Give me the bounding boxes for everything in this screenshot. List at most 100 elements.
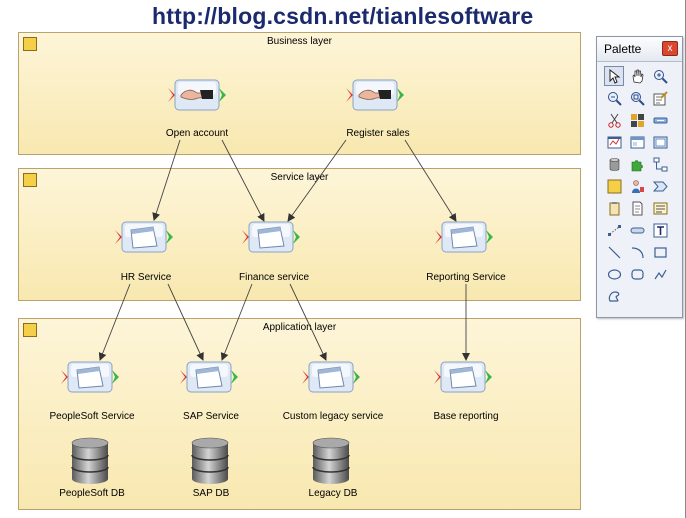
text-block-tool[interactable]	[651, 199, 669, 217]
rectangle-icon	[653, 246, 667, 258]
watermark-url: http://blog.csdn.net/tianlesoftware	[152, 3, 534, 29]
frame-icon	[653, 136, 667, 148]
zoom-out-tool[interactable]	[605, 89, 623, 107]
edge-open-account-finance	[221, 139, 265, 222]
register-sales-process[interactable]	[344, 77, 406, 113]
rounded-rectangle-tool[interactable]	[628, 265, 646, 283]
polyline-tool[interactable]	[651, 265, 669, 283]
business-layer[interactable]: Business layer	[18, 32, 581, 155]
pointer-icon	[609, 68, 620, 84]
peoplesoft-service-node[interactable]	[59, 359, 121, 395]
connector-icon	[607, 224, 621, 236]
finance-service-node[interactable]	[240, 219, 302, 255]
text-icon	[653, 223, 667, 237]
layer-icon	[607, 179, 621, 193]
hr-service-label: HR Service	[120, 272, 172, 283]
pan-tool[interactable]	[628, 67, 646, 85]
rectangle-tool[interactable]	[651, 243, 669, 261]
open-account-process[interactable]	[166, 77, 228, 113]
hr-service-node[interactable]	[113, 219, 175, 255]
process-tool[interactable]	[651, 177, 669, 195]
service-window-icon	[242, 221, 300, 253]
connector-tool[interactable]	[605, 221, 623, 239]
puzzle-icon	[631, 159, 643, 171]
hierarchy-icon	[653, 157, 667, 171]
chart-tool[interactable]	[605, 133, 623, 151]
sap-db-label: SAP DB	[192, 488, 230, 499]
chart-icon	[607, 136, 621, 148]
sap-service-node[interactable]	[178, 359, 240, 395]
window-tool[interactable]	[628, 133, 646, 151]
hierarchy-tool[interactable]	[651, 155, 669, 173]
custom-legacy-service-node[interactable]	[300, 359, 362, 395]
pipe-tool[interactable]	[628, 221, 646, 239]
arc-icon	[631, 246, 644, 258]
edge-finance-sap	[220, 283, 253, 361]
edge-register-sales-reporting	[404, 139, 457, 222]
palette-header[interactable]: Palette x	[597, 37, 682, 62]
select-tool[interactable]	[604, 66, 624, 86]
actor-tool[interactable]	[628, 177, 646, 195]
cut-tool[interactable]	[605, 111, 623, 129]
service-layer-title: Service layer	[270, 172, 329, 183]
ellipse-icon	[607, 268, 621, 280]
palette-tools	[604, 66, 673, 309]
edge-register-sales-finance	[287, 139, 347, 222]
grid-icon	[630, 113, 644, 127]
service-window-icon	[61, 361, 119, 393]
grid-tool[interactable]	[628, 111, 646, 129]
clipboard-icon	[609, 201, 619, 215]
peoplesoft-db-label: PeopleSoft DB	[59, 488, 125, 499]
reporting-service-node[interactable]	[433, 219, 495, 255]
properties-tool[interactable]	[651, 89, 669, 107]
text-tool[interactable]	[651, 221, 669, 239]
edge-open-account-hr	[152, 139, 181, 221]
edge-finance-legacy	[289, 283, 327, 361]
finance-service-label: Finance service	[238, 272, 310, 283]
text-lines-icon	[653, 202, 667, 214]
edge-hr-sap	[167, 283, 204, 361]
database-icon	[609, 157, 619, 171]
close-button[interactable]: x	[662, 41, 678, 56]
ellipse-tool[interactable]	[605, 265, 623, 283]
database-icon	[312, 437, 350, 484]
reporting-service-label: Reporting Service	[426, 272, 506, 283]
polyline-icon	[654, 269, 667, 279]
register-sales-label: Register sales	[346, 128, 410, 139]
service-layer[interactable]: Service layer	[18, 168, 581, 301]
legacy-db-label: Legacy DB	[308, 488, 358, 499]
database-tool[interactable]	[605, 155, 623, 173]
service-window-icon	[180, 361, 238, 393]
zoom-fit-tool[interactable]	[628, 89, 646, 107]
arc-tool[interactable]	[628, 243, 646, 261]
sap-db-node[interactable]	[190, 437, 230, 485]
base-reporting-label: Base reporting	[433, 411, 499, 422]
zoom-in-tool[interactable]	[651, 67, 669, 85]
layer-icon	[23, 323, 37, 337]
handshake-icon	[346, 79, 404, 111]
sap-service-label: SAP Service	[183, 411, 239, 422]
base-reporting-node[interactable]	[432, 359, 494, 395]
line-tool[interactable]	[605, 243, 623, 261]
document-tool[interactable]	[628, 199, 646, 217]
service-window-icon	[115, 221, 173, 253]
application-layer[interactable]: Application layer	[18, 318, 581, 510]
zoom-fit-icon	[630, 91, 645, 106]
frame-tool[interactable]	[651, 133, 669, 151]
database-icon	[191, 437, 229, 484]
link-tool[interactable]	[651, 111, 669, 129]
database-icon	[71, 437, 109, 484]
service-window-icon	[435, 221, 493, 253]
chevron-icon	[652, 181, 668, 191]
note-tool[interactable]	[605, 199, 623, 217]
layer-tool[interactable]	[605, 177, 623, 195]
zoom-out-icon	[607, 91, 622, 106]
component-tool[interactable]	[628, 155, 646, 173]
legacy-db-node[interactable]	[311, 437, 351, 485]
freeform-tool[interactable]	[605, 287, 623, 305]
person-icon	[631, 179, 644, 193]
edge-hr-peoplesoft	[98, 283, 131, 361]
peoplesoft-db-node[interactable]	[70, 437, 110, 485]
palette-panel[interactable]: Palette x	[596, 36, 683, 318]
